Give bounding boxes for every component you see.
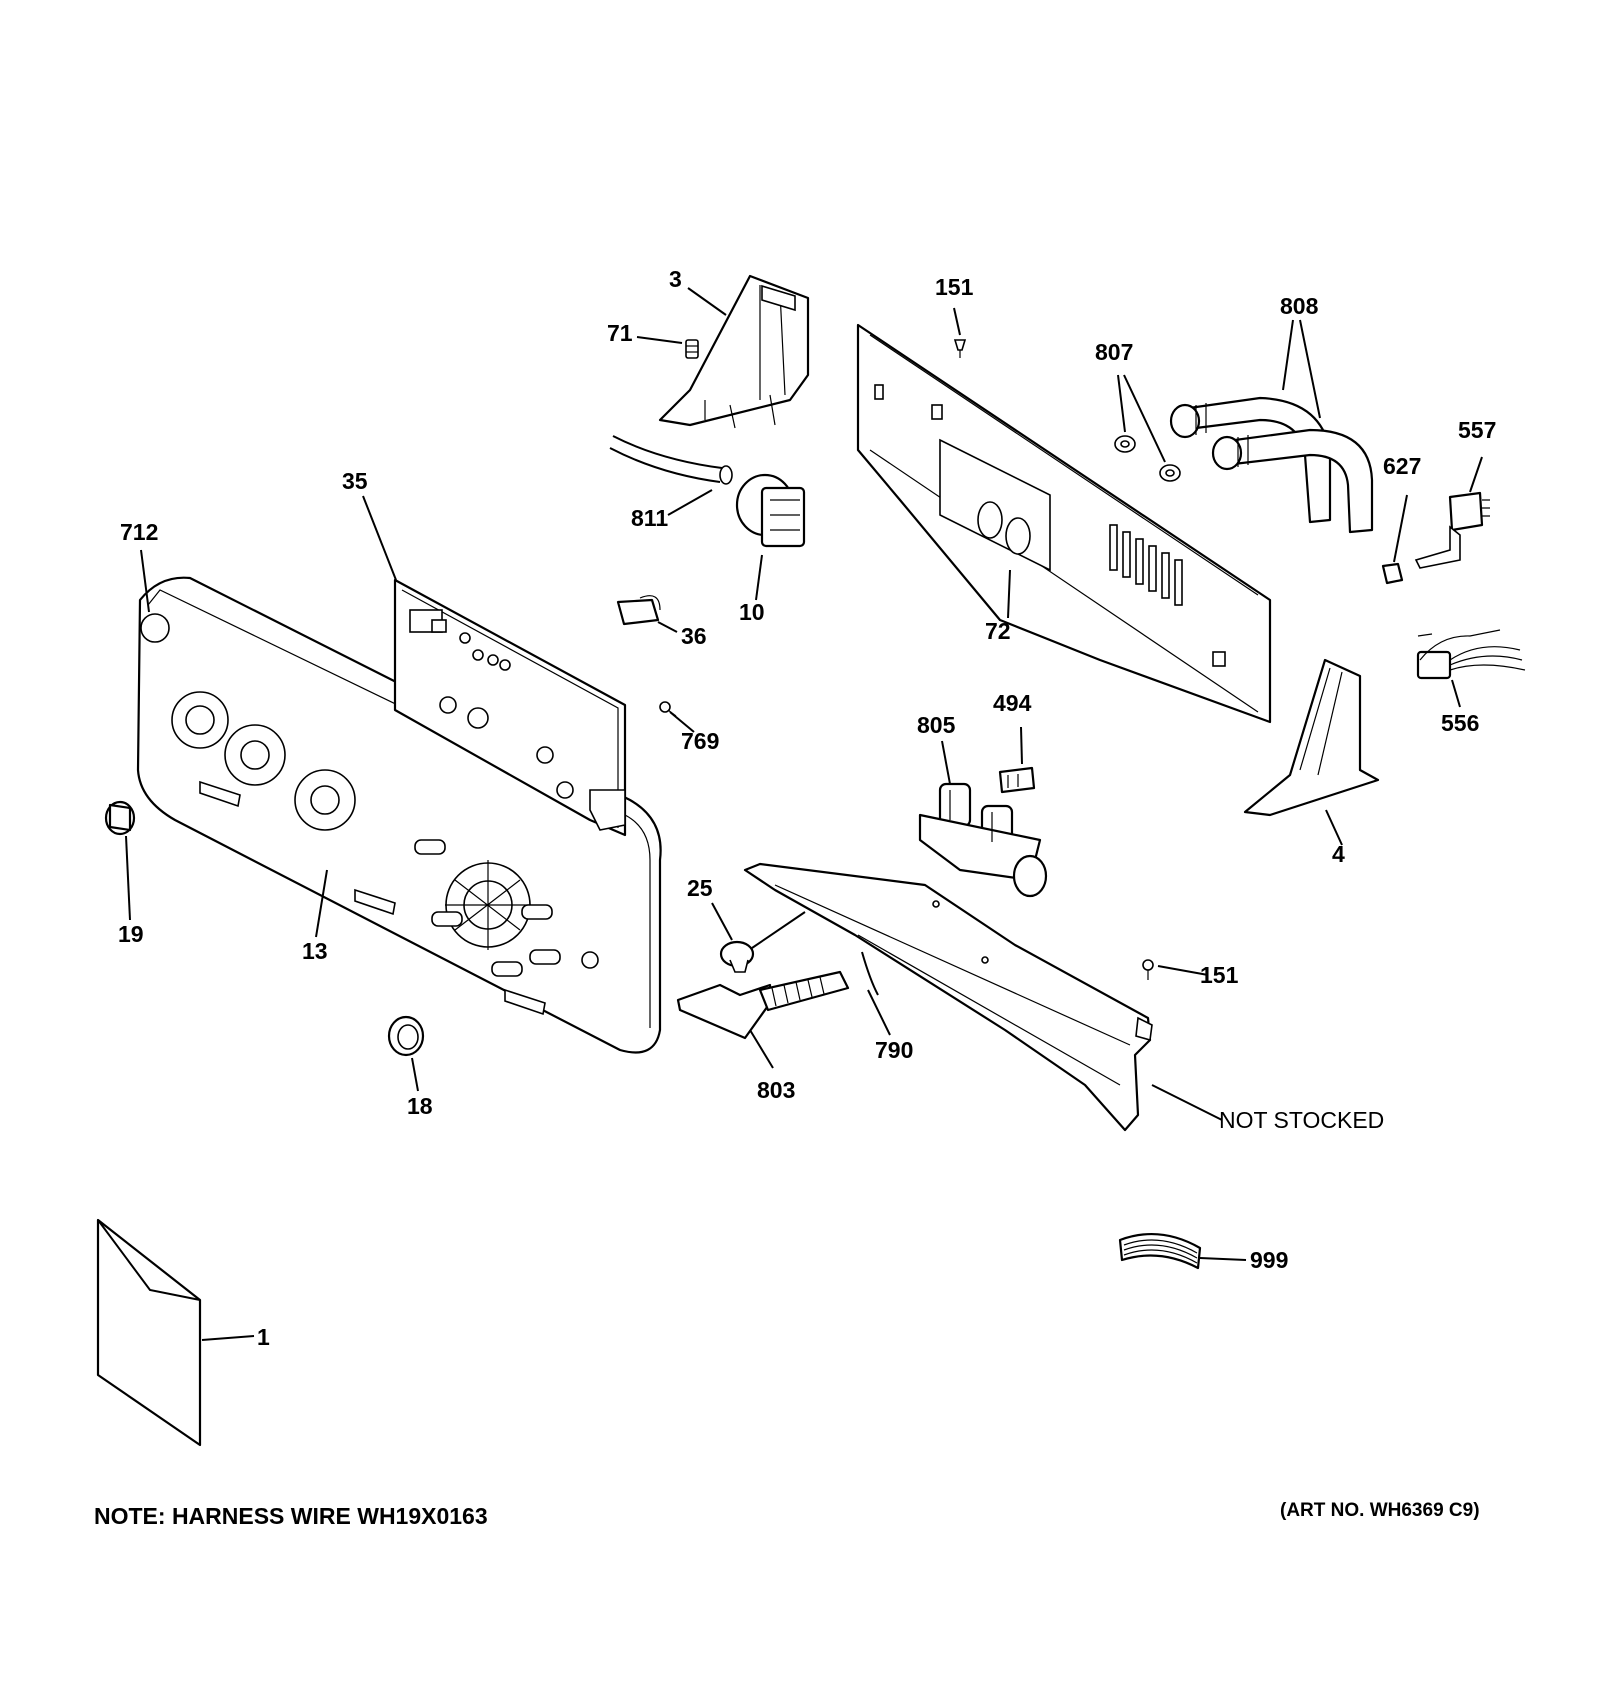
callout-808: 808 (1280, 293, 1319, 319)
part-811-tube (609, 435, 733, 485)
callout-712: 712 (120, 519, 158, 545)
callout-4: 4 (1332, 841, 1345, 867)
callout-not-stocked: NOT STOCKED (1219, 1107, 1384, 1133)
callout-13: 13 (302, 938, 328, 964)
callout-36: 36 (681, 623, 707, 649)
callout-151-top: 151 (935, 274, 974, 300)
callout-556: 556 (1441, 710, 1479, 736)
part-36-clip (616, 595, 661, 626)
callout-18: 18 (407, 1093, 433, 1119)
part-151-screw-top (953, 339, 967, 358)
art-number: (ART NO. WH6369 C9) (1280, 1500, 1480, 1521)
part-494-connector (998, 766, 1036, 794)
callout-labels: 3 71 151 808 807 557 627 35 811 10 712 3… (94, 266, 1496, 1529)
part-627-clip (1381, 562, 1404, 585)
callout-627: 627 (1383, 453, 1421, 479)
part-25-knob (719, 911, 806, 973)
part-1-envelope (96, 1218, 202, 1447)
callout-1: 1 (257, 1324, 270, 1350)
callout-71: 71 (607, 320, 633, 346)
part-805-water-valve (918, 782, 1048, 898)
part-803-bracket (676, 970, 850, 1040)
part-4-endcap-right (1243, 658, 1380, 817)
part-18-ring (387, 1015, 425, 1057)
part-not-stocked-rail (743, 862, 1153, 1132)
part-808-hoses (1169, 396, 1374, 534)
callout-72: 72 (985, 618, 1011, 644)
callout-494: 494 (993, 690, 1032, 716)
part-790-clip (861, 951, 879, 996)
part-807-washers (1114, 435, 1181, 482)
callout-805: 805 (917, 712, 956, 738)
callout-3: 3 (669, 266, 682, 292)
callout-807: 807 (1095, 339, 1133, 365)
callout-151-lower: 151 (1200, 962, 1239, 988)
leader-lines (125, 287, 1483, 1341)
part-556-harness (1416, 629, 1526, 680)
callout-25: 25 (687, 875, 713, 901)
callout-769: 769 (681, 728, 719, 754)
part-3-endcap-left (658, 274, 810, 429)
part-71-screw (685, 339, 699, 359)
part-557-connector (1414, 491, 1490, 569)
callout-19: 19 (118, 921, 144, 947)
callout-790: 790 (875, 1037, 913, 1063)
part-72-backsplash (856, 323, 1272, 724)
callout-35: 35 (342, 468, 368, 494)
callout-811: 811 (631, 505, 668, 531)
part-151-screw-lower (1142, 959, 1154, 980)
callout-803: 803 (757, 1077, 795, 1103)
harness-wire-note: NOTE: HARNESS WIRE WH19X0163 (94, 1503, 488, 1529)
vent-slots (1109, 524, 1183, 606)
callout-10: 10 (739, 599, 765, 625)
part-999-harness (1118, 1232, 1202, 1270)
callout-999: 999 (1250, 1247, 1288, 1273)
part-19-knob (104, 800, 136, 836)
callout-557: 557 (1458, 417, 1496, 443)
part-13-control-panel (136, 576, 662, 1054)
part-10-pressure-switch (735, 473, 806, 548)
part-35-control-board (393, 578, 627, 837)
